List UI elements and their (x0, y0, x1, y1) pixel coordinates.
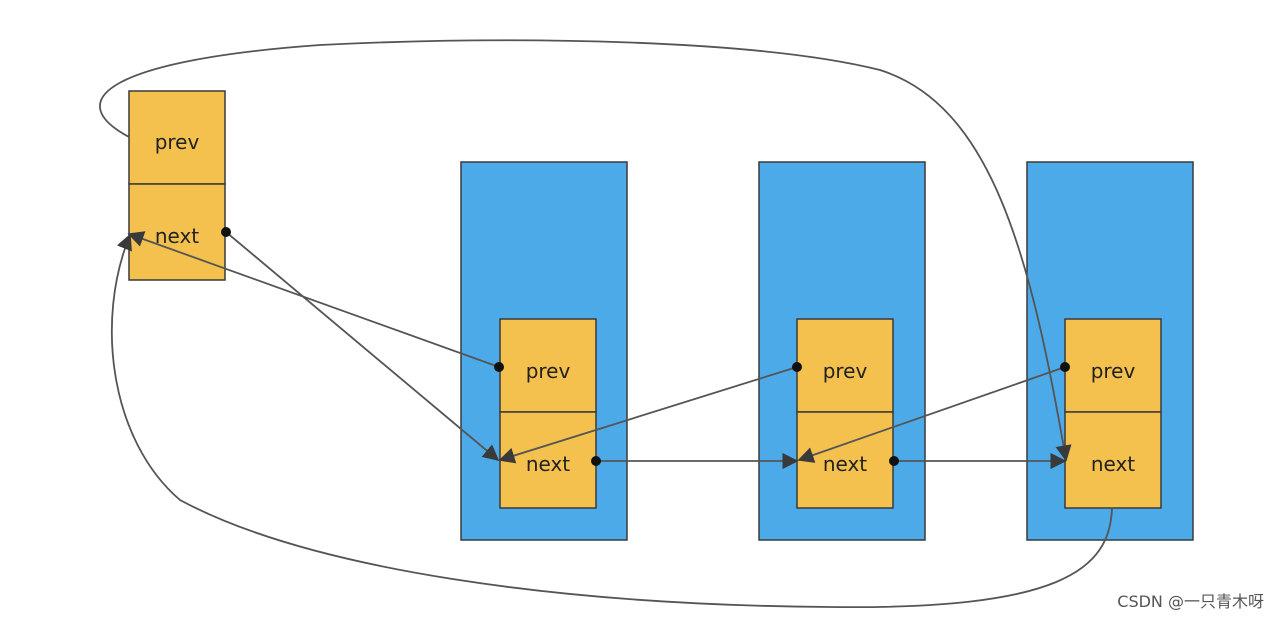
edge-node1-prev-to-head (127, 231, 500, 368)
dot-node2-prev (792, 362, 802, 372)
pointer-dots (221, 227, 1070, 466)
node-1: prev next (499, 318, 597, 509)
node-3-prev-cell (1064, 318, 1162, 413)
node-3-prev-label: prev (1091, 359, 1136, 383)
dot-node1-next (591, 456, 601, 466)
head-next-label: next (155, 224, 199, 248)
dot-node2-next (889, 456, 899, 466)
head-prev-cell (128, 90, 226, 185)
edge-head-next-to-node1 (225, 231, 500, 462)
node-1-next-label: next (526, 452, 570, 476)
node-2-prev-cell (796, 318, 894, 413)
head-node: prev next (128, 90, 226, 281)
dot-node3-prev (1060, 362, 1070, 372)
edge-node3-prev-to-node2 (797, 366, 1066, 463)
node-2: prev next (796, 318, 894, 509)
node-3-next-label: next (1091, 452, 1135, 476)
dot-head-next (221, 227, 231, 237)
node-3: prev next (1064, 318, 1162, 509)
dot-node1-prev (494, 362, 504, 372)
node-2-prev-label: prev (823, 359, 868, 383)
node-1-prev-label: prev (526, 359, 571, 383)
node-2-next-label: next (823, 452, 867, 476)
node-3-next-cell (1064, 411, 1162, 509)
edge-head-prev-to-node3 (99, 39, 1072, 462)
node-1-prev-cell (499, 318, 597, 413)
pointer-edges (99, 39, 1113, 609)
head-prev-label: prev (155, 130, 200, 154)
edge-node2-prev-to-node1 (498, 366, 798, 464)
edge-node3-next-to-head (110, 233, 1113, 609)
watermark-text: CSDN @一只青木呀 (1117, 592, 1264, 611)
